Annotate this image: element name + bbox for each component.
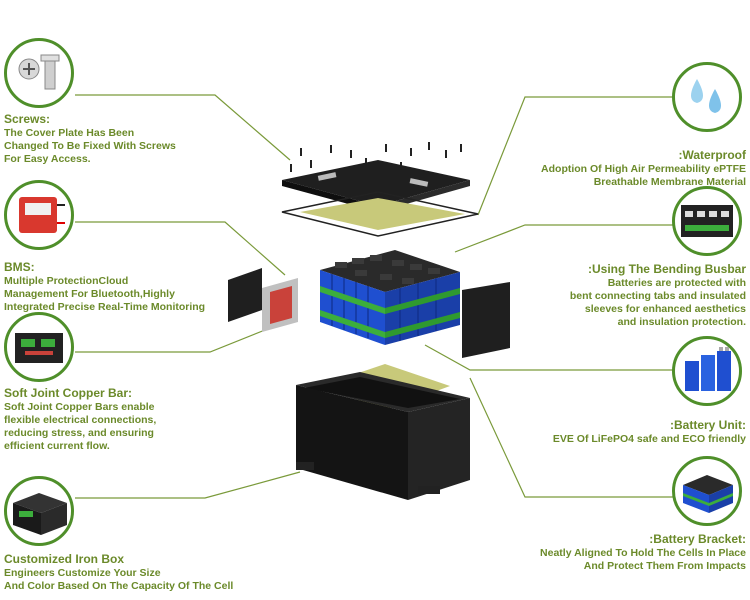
label-desc: Adoption Of High Air Permeability ePTFE … <box>541 163 746 189</box>
label-ironbox: Customized Iron Box Engineers Customize … <box>4 552 294 593</box>
label-title: Soft Joint Copper Bar: <box>4 386 132 400</box>
label-desc: The Cover Plate Has Been Changed To Be F… <box>4 127 176 166</box>
label-waterproof: :Waterproof Adoption Of High Air Permeab… <box>506 148 746 189</box>
right-side-plate <box>462 282 510 358</box>
label-title: :Battery Bracket: <box>649 532 746 546</box>
label-desc: Soft Joint Copper Bars enable flexible e… <box>4 401 157 453</box>
leader-screws <box>75 94 291 161</box>
screws-icon <box>4 38 74 108</box>
leader-bms <box>75 221 286 276</box>
leader-ironbox <box>75 471 301 499</box>
leader-waterproof <box>477 96 675 216</box>
leader-unit <box>424 344 675 371</box>
label-desc: EVE Of LiFePO4 safe and ECO friendly <box>552 433 746 445</box>
label-copper: Soft Joint Copper Bar: Soft Joint Copper… <box>4 386 234 454</box>
label-desc: Multiple ProtectionCloud Management For … <box>4 275 206 314</box>
label-title: :Waterproof <box>678 148 746 162</box>
label-title: Customized Iron Box <box>4 552 125 566</box>
leader-bracket <box>469 377 675 498</box>
copper-bar-icon <box>4 312 74 382</box>
label-bms: BMS: Multiple ProtectionCloud Management… <box>4 260 234 314</box>
leader-lines <box>75 94 675 499</box>
label-busbar: :Using The Bending Busbar Batteries are … <box>506 262 746 330</box>
membrane-sheet <box>300 198 465 230</box>
left-side-plate <box>228 268 262 322</box>
label-title: Screws: <box>4 112 51 126</box>
label-title: BMS: <box>4 260 35 274</box>
label-title: :Using The Bending Busbar <box>587 262 746 276</box>
label-unit: :Battery Unit: EVE Of LiFePO4 safe and E… <box>506 418 746 446</box>
iron-box <box>296 372 470 500</box>
gasket <box>281 191 479 237</box>
water-drops-icon <box>672 62 742 132</box>
iron-box-icon <box>4 476 74 546</box>
battery-cells-icon <box>672 336 742 406</box>
label-desc: Batteries are protected with bent connec… <box>569 277 746 329</box>
leader-busbar <box>454 224 675 253</box>
battery-bracket-icon <box>672 456 742 526</box>
busbar-icon <box>672 186 742 256</box>
label-bracket: :Battery Bracket: Neatly Aligned To Hold… <box>496 532 746 573</box>
bms-board-icon <box>4 180 74 250</box>
label-desc: Neatly Aligned To Hold The Cells In Plac… <box>540 547 746 573</box>
label-screws: Screws: The Cover Plate Has Been Changed… <box>4 112 234 166</box>
label-title: :Battery Unit: <box>669 418 746 432</box>
battery-pack <box>320 250 460 345</box>
leader-copper <box>75 321 286 353</box>
label-desc: Engineers Customize Your Size And Color … <box>4 567 234 593</box>
bms-board <box>262 278 298 332</box>
